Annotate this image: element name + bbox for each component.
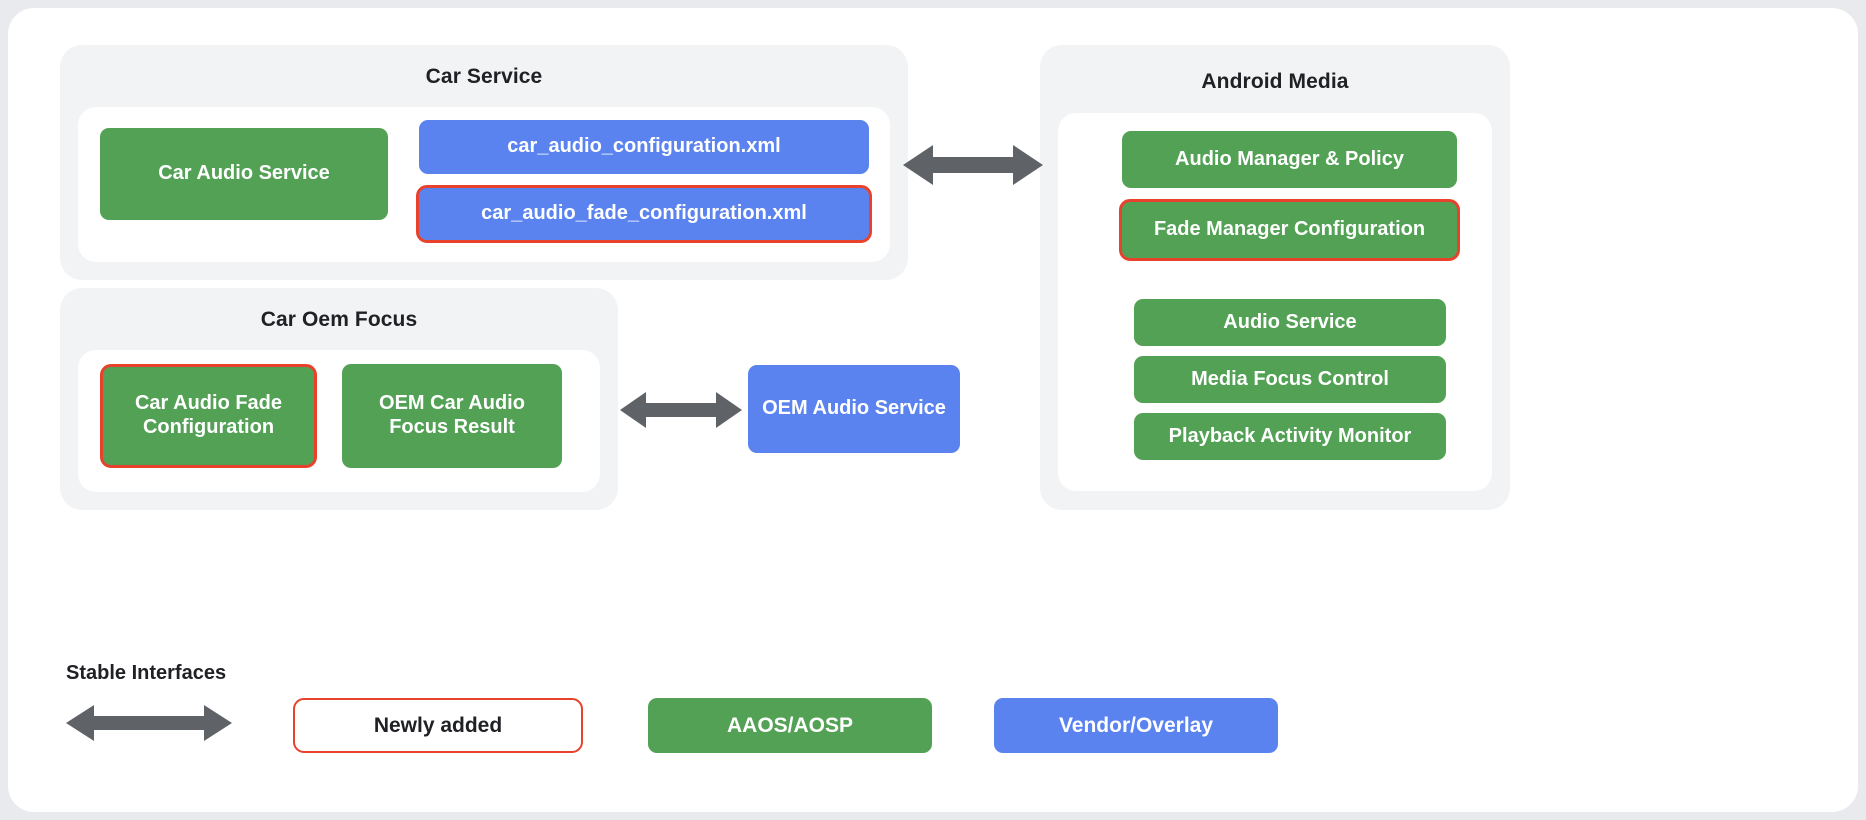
group-car-oem-focus: Car Oem Focus Car Audio Fade Configurati… bbox=[60, 288, 618, 510]
node-fade-manager-configuration[interactable]: Fade Manager Configuration bbox=[1119, 199, 1460, 261]
node-audio-service[interactable]: Audio Service bbox=[1134, 299, 1446, 346]
node-playback-activity-monitor[interactable]: Playback Activity Monitor bbox=[1134, 413, 1446, 460]
node-oem-audio-service[interactable]: OEM Audio Service bbox=[748, 365, 960, 453]
legend-aaos-aosp[interactable]: AAOS/AOSP bbox=[648, 698, 932, 753]
double-arrow-icon bbox=[903, 145, 1043, 185]
node-car-audio-fade-configuration-xml[interactable]: car_audio_fade_configuration.xml bbox=[416, 185, 872, 243]
double-arrow-icon bbox=[620, 392, 742, 428]
connector-car-oem-focus-to-oem-audio-service bbox=[620, 388, 742, 432]
android-media-inner-panel: Audio Manager & Policy Fade Manager Conf… bbox=[1058, 113, 1492, 491]
connector-car-service-to-android-media bbox=[903, 140, 1043, 190]
double-arrow-icon bbox=[66, 705, 232, 741]
node-car-audio-fade-configuration[interactable]: Car Audio Fade Configuration bbox=[100, 364, 317, 468]
node-car-audio-service[interactable]: Car Audio Service bbox=[100, 128, 388, 220]
legend-newly-added[interactable]: Newly added bbox=[293, 698, 583, 753]
legend-stable-interfaces-label: Stable Interfaces bbox=[66, 662, 227, 684]
group-car-service: Car Service Car Audio Service car_audio_… bbox=[60, 45, 908, 280]
node-car-audio-configuration-xml[interactable]: car_audio_configuration.xml bbox=[419, 120, 869, 174]
car-oem-focus-inner-panel: Car Audio Fade Configuration OEM Car Aud… bbox=[78, 350, 600, 492]
node-oem-car-audio-focus-result[interactable]: OEM Car Audio Focus Result bbox=[342, 364, 562, 468]
legend-vendor-overlay[interactable]: Vendor/Overlay bbox=[994, 698, 1278, 753]
group-car-service-title: Car Service bbox=[425, 65, 543, 88]
node-media-focus-control[interactable]: Media Focus Control bbox=[1134, 356, 1446, 403]
group-android-media-title: Android Media bbox=[1201, 70, 1349, 93]
car-service-inner-panel: Car Audio Service car_audio_configuratio… bbox=[78, 107, 890, 262]
diagram-canvas: Car Service Car Audio Service car_audio_… bbox=[8, 8, 1858, 812]
group-car-oem-focus-title: Car Oem Focus bbox=[260, 308, 418, 331]
legend-stable-interfaces-arrow bbox=[66, 701, 232, 745]
node-audio-manager-and-policy[interactable]: Audio Manager & Policy bbox=[1122, 131, 1457, 188]
group-android-media: Android Media Audio Manager & Policy Fad… bbox=[1040, 45, 1510, 510]
